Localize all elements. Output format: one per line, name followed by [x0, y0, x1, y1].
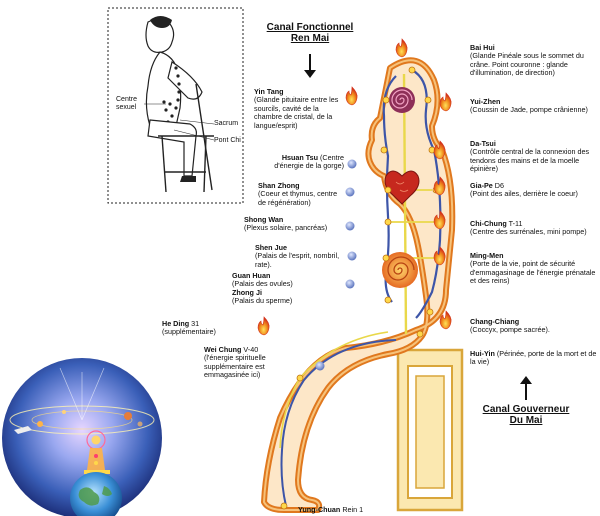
marker-guan-huan: [345, 279, 355, 289]
title-ren-mai: Canal Fonctionnel Ren Mai: [262, 22, 358, 44]
title-du-mai-line1: Canal Gouverneur: [482, 404, 570, 415]
inset-label-sacrum: Sacrum: [214, 120, 239, 127]
title-ren-mai-line1: Canal Fonctionnel: [266, 22, 354, 33]
main-body-figure: [261, 57, 464, 513]
direction-arrows: [304, 54, 532, 400]
label-chang-chiang: Chang-Chiang(Coccyx, pompe sacrée).: [470, 317, 550, 335]
inset-legs: [147, 119, 197, 177]
label-shong-wan: Shong Wan(Plexus solaire, pancréas): [244, 215, 328, 233]
inset-label-pont: Pont Chi: [214, 137, 241, 144]
flame-icon: [433, 140, 446, 160]
flame-icon: [439, 92, 452, 112]
marker-wei-chung: [315, 361, 325, 371]
title-du-mai: Canal Gouverneur Du Mai: [478, 404, 574, 426]
comet-icon: [14, 426, 32, 434]
ren-mai-markers: [315, 159, 357, 371]
marker-shen-jue: [347, 251, 357, 261]
channel-central: [402, 73, 408, 335]
label-yung-chuan: Yung-Chuan Rein 1: [298, 505, 364, 514]
label-yin-tang: Yin Tang(Glande pituitaire entre les sou…: [254, 87, 339, 130]
channel-leg: [280, 339, 397, 507]
marker-hsuan-tsu: [347, 159, 357, 169]
flame-icons: [257, 38, 452, 336]
navel-spiral: [382, 252, 418, 288]
title-ren-mai-line2: Ren Mai: [290, 33, 330, 44]
heart-organ: [384, 170, 420, 205]
cosmic-meditation-image: [2, 358, 162, 516]
label-guan-huan: Guan Huan(Palais des ovules) Zhong Ji(Pa…: [232, 271, 293, 306]
marker-shan-zhong: [345, 187, 355, 197]
inset-label-centre: Centre sexuel: [116, 96, 138, 111]
label-ming-men: Ming-Men(Porte de la vie, point de sécur…: [470, 251, 596, 286]
title-du-mai-line2: Du Mai: [509, 415, 543, 426]
label-hui-yin: Hui-Yin (Périnée, porte de la mort et de…: [470, 349, 597, 367]
label-da-tsui: Da-Tsui(Contrôle central de la connexion…: [470, 139, 590, 174]
label-gia-pe: Gia-Pe D6 (Point des ailes, derrière le …: [470, 181, 578, 199]
label-wei-chung: Wei Chung V-40 (l'énergie spirituelle su…: [204, 345, 266, 380]
inset-hair: [150, 16, 172, 28]
inset-chair: [158, 83, 214, 193]
flame-icon: [439, 310, 452, 330]
third-eye-spiral: [389, 87, 415, 113]
flame-icon: [433, 210, 446, 230]
flame-icon: [345, 86, 358, 106]
inset-pointer-sacrum: [179, 119, 215, 125]
cosmic-sphere: [2, 358, 162, 516]
flame-icon: [395, 38, 408, 58]
flame-icon: [433, 176, 446, 196]
label-hsuan-tsu: Hsuan Tsu (Centre d'énergie de la gorge): [274, 153, 344, 171]
chair: [396, 348, 464, 512]
figure-body: [87, 448, 105, 470]
inset-figure: [107, 7, 244, 204]
marker-shong-wan: [345, 221, 355, 231]
label-chi-chung: Chi-Chung T-11 (Centre des surrénales, m…: [470, 219, 587, 237]
flame-icon: [433, 246, 446, 266]
inset-pointer-pont: [173, 129, 215, 141]
label-shan-zhong: Shan Zhong(Coeur et thymus, centre de ré…: [258, 181, 338, 207]
label-bai-hui: Bai Hui(Glande Pinéale sous le sommet du…: [470, 43, 584, 78]
inset-arm: [167, 61, 203, 100]
label-yui-zhen: Yui-Zhen(Coussin de Jade, pompe crânienn…: [470, 97, 588, 115]
flame-icon: [257, 316, 270, 336]
label-he-ding: He Ding 31 (supplémentaire): [162, 319, 216, 337]
figure-head: [91, 435, 101, 445]
label-shen-jue: Shen Jue(Palais de l'esprit, nombril, ra…: [255, 243, 340, 269]
inset-foot: [180, 176, 196, 182]
